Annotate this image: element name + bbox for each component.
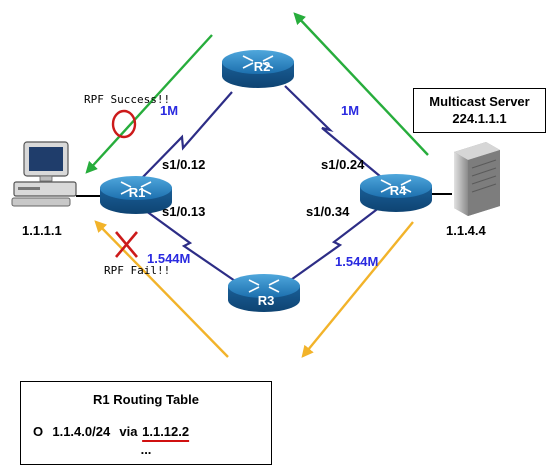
rpf-fail-x-icon [115, 231, 138, 258]
rpf-success-label: RPF Success!! [84, 93, 171, 106]
bandwidth-r1-r3: 1.544M [147, 251, 191, 266]
bandwidth-r1-r2: 1M [160, 103, 179, 118]
interface-r4-s1-0-34: s1/0.34 [306, 204, 350, 219]
route-code: O [33, 424, 44, 439]
router-r4-icon [360, 174, 432, 212]
yellow-arrow-r3-to-r1 [94, 220, 229, 358]
link-r2-r4 [284, 85, 382, 178]
bandwidth-r2-r4: 1M [341, 103, 360, 118]
route-via: via [119, 424, 138, 439]
multicast-server-icon [454, 142, 500, 216]
rpf-success-circle-icon [111, 109, 137, 139]
interface-r4-s1-0-24: s1/0.24 [321, 157, 365, 172]
link-r1-r2 [141, 91, 233, 179]
bandwidth-r3-r4: 1.544M [335, 254, 379, 269]
rpf-fail-label: RPF Fail!! [104, 264, 171, 277]
interface-r1-s1-0-12: s1/0.12 [162, 157, 206, 172]
router-r1-label: R1 [129, 185, 146, 200]
multicast-server-title: Multicast Server [429, 94, 530, 109]
route-prefix: 1.1.4.0/24 [52, 424, 111, 439]
pc-host-icon [11, 141, 77, 207]
interface-r1-s1-0-13: s1/0.13 [162, 204, 206, 219]
pc-ip-label: 1.1.1.1 [22, 223, 62, 238]
router-r3-icon [228, 274, 300, 312]
multicast-group-address: 224.1.1.1 [452, 111, 507, 126]
router-r3-label: R3 [258, 293, 275, 308]
server-ip-label: 1.1.4.4 [446, 223, 486, 238]
routing-table-ellipsis: ... [140, 442, 152, 457]
router-r2-icon [222, 50, 294, 88]
green-arrow-r4-to-r2 [293, 12, 429, 156]
yellow-arrow-r4-to-r3 [301, 221, 414, 358]
routing-table-entry: O 1.1.4.0/24 via 1.1.12.2 [33, 424, 189, 439]
link-r3-r4 [287, 203, 385, 283]
multicast-server-box: Multicast Server 224.1.1.1 [413, 88, 546, 133]
green-arrow-r2-to-pc [85, 34, 213, 174]
router-r2-label: R2 [254, 59, 271, 74]
link-r1-r3 [141, 207, 239, 284]
routing-table-box: R1 Routing Table O 1.1.4.0/24 via 1.1.12… [20, 381, 272, 465]
serial-links [141, 85, 385, 284]
router-r4-label: R4 [390, 183, 407, 198]
router-r1-icon [100, 176, 172, 214]
routing-table-title: R1 Routing Table [93, 392, 199, 407]
route-next-hop: 1.1.12.2 [142, 424, 190, 439]
